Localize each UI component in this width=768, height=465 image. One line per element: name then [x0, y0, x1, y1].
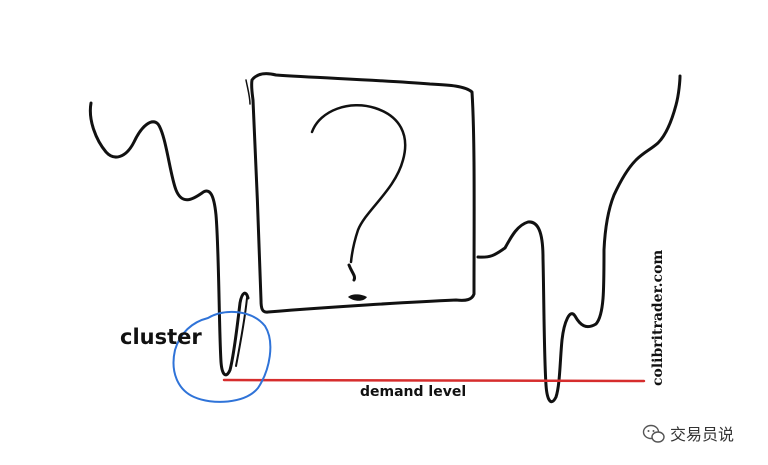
cluster-wick — [235, 297, 248, 367]
website-label: colibritrader.com — [650, 250, 666, 386]
question-box — [250, 72, 476, 314]
watermark: 交易员说 — [642, 424, 734, 444]
question-box-inner-edge — [245, 79, 251, 105]
cluster-label: cluster — [120, 325, 202, 349]
question-mark-curve — [310, 104, 407, 264]
price-path-left — [88, 101, 250, 377]
demand-level-line — [222, 378, 646, 383]
question-mark-hook — [347, 263, 356, 282]
watermark-text: 交易员说 — [670, 425, 734, 444]
question-mark-dot — [348, 294, 367, 301]
price-path-right — [476, 74, 682, 404]
demand-level-label: demand level — [360, 384, 466, 400]
cluster-circle — [172, 310, 272, 403]
wechat-bubble-icon — [642, 424, 665, 443]
